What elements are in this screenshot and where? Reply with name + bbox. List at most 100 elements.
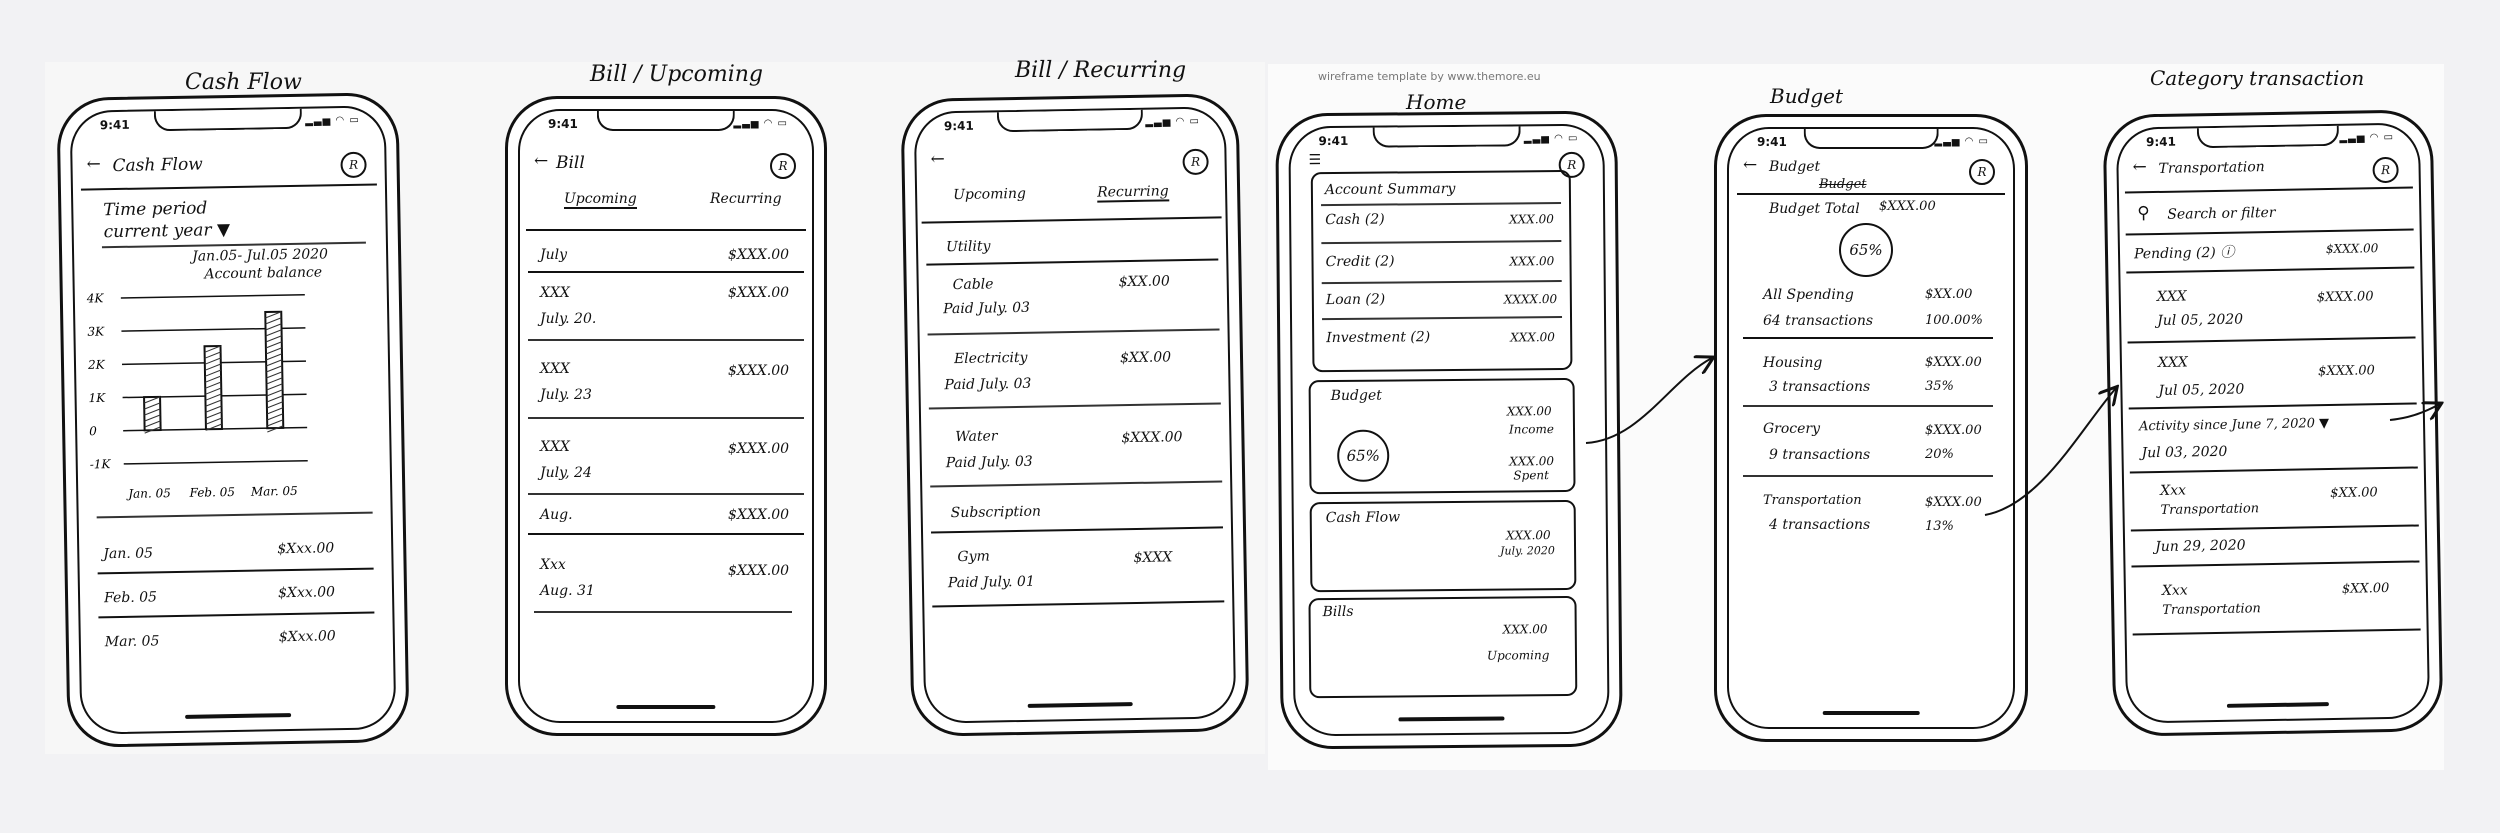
transaction-name[interactable]: Xxx	[2161, 582, 2188, 599]
back-arrow-icon[interactable]: ←	[930, 149, 945, 170]
account-summary-card[interactable]: Account Summary Cash (2) XXX.00 Credit (…	[1310, 169, 1573, 373]
avatar-icon[interactable]: R	[1969, 159, 1995, 185]
avatar-icon[interactable]: R	[340, 151, 367, 179]
bar-hatch	[266, 383, 283, 391]
home-indicator[interactable]	[616, 705, 716, 709]
status-time: 9:41	[99, 117, 130, 133]
bill-name[interactable]: XXX	[540, 285, 570, 301]
period-dropdown[interactable]: current year ▼	[103, 220, 231, 243]
phone-bill-upcoming: 9:41 ▂▃▅ ◠ ▭ ← Bill R Upcoming Recurring…	[505, 96, 827, 736]
bar-hatch	[144, 420, 161, 428]
back-arrow-icon[interactable]: ←	[86, 154, 101, 175]
bar-hatch	[266, 389, 283, 397]
avatar-icon[interactable]: R	[770, 153, 796, 179]
pending-header[interactable]: Pending (2) ⓘ	[2133, 244, 2235, 263]
notch	[996, 107, 1143, 133]
transaction-amount: $XXX.00	[2317, 363, 2375, 380]
divider	[927, 328, 1220, 336]
home-indicator[interactable]	[185, 713, 292, 719]
transaction-name[interactable]: Xxx	[2160, 482, 2187, 499]
bar-hatch	[265, 329, 282, 337]
back-arrow-icon[interactable]: ←	[534, 151, 549, 171]
status-icons: ▂▃▅ ◠ ▭	[2339, 131, 2395, 144]
divider	[2127, 336, 2416, 344]
account-name: Loan (2)	[1325, 291, 1386, 309]
menu-icon[interactable]: ☰	[1308, 152, 1322, 169]
tab-upcoming[interactable]: Upcoming	[564, 191, 637, 209]
bar-hatch	[204, 363, 222, 371]
divider	[1321, 280, 1562, 284]
home-indicator[interactable]	[2226, 702, 2329, 708]
transaction-date: Jul 05, 2020	[2157, 311, 2244, 330]
x-tick-label: Jan. 05	[125, 486, 171, 501]
budget-card[interactable]: Budget 65% XXX.00 Income XXX.00 Spent	[1308, 377, 1576, 495]
bill-name[interactable]: XXX	[540, 439, 570, 455]
bill-date: July. 20.	[540, 311, 597, 327]
divider	[528, 533, 804, 535]
status-icons: ▂▃▅ ◠ ▭	[305, 114, 360, 127]
bar-hatch	[204, 357, 221, 365]
budget-progress-ring: 65%	[1839, 223, 1893, 277]
search-input[interactable]: Search or filter	[2167, 204, 2276, 223]
notch	[1372, 124, 1521, 148]
divider	[534, 611, 792, 613]
bar-hatch	[143, 396, 161, 404]
tab-recurring[interactable]: Recurring	[710, 191, 782, 207]
bill-name[interactable]: Gym	[957, 548, 990, 566]
divider	[931, 526, 1224, 534]
bill-name[interactable]: Electricity	[953, 349, 1028, 368]
back-arrow-icon[interactable]: ←	[2132, 157, 2147, 178]
list-item-value: $Xxx.00	[277, 540, 335, 558]
gridline	[123, 459, 308, 465]
bill-date: July, 24	[540, 465, 592, 481]
avatar-icon[interactable]: R	[1182, 148, 1209, 176]
divider	[1743, 337, 1993, 339]
budget-income-label: Income	[1508, 422, 1554, 437]
activity-filter-dropdown[interactable]: Activity since June 7, 2020 ▼	[2138, 416, 2330, 435]
cash-flow-card[interactable]: Cash Flow XXX.00 July. 2020	[1309, 499, 1577, 593]
category-name[interactable]: Grocery	[1763, 421, 1821, 437]
avatar-icon[interactable]: R	[2372, 156, 2399, 184]
bar-hatch	[205, 393, 222, 401]
bill-amount: $XXX	[1133, 549, 1173, 566]
month-total: $XXX.00	[728, 247, 790, 263]
category-name[interactable]: Transportation	[1763, 493, 1862, 508]
month-header: Aug.	[540, 507, 573, 523]
bar-hatch	[266, 371, 283, 379]
bills-card[interactable]: Bills XXX.00 Upcoming	[1308, 595, 1578, 699]
category-percent: 35%	[1925, 379, 1954, 394]
transaction-amount: $XX.00	[2330, 485, 2378, 502]
bill-name[interactable]: Xxx	[540, 557, 566, 573]
home-indicator[interactable]	[1822, 711, 1920, 715]
tab-upcoming[interactable]: Upcoming	[953, 185, 1027, 204]
list-item-value: $Xxx.00	[277, 584, 336, 602]
home-indicator[interactable]	[1027, 702, 1133, 708]
back-arrow-icon[interactable]: ←	[1743, 155, 1758, 175]
divider	[528, 271, 804, 273]
bill-name[interactable]: Cable	[952, 276, 994, 294]
y-tick-label: 1K	[88, 391, 106, 405]
tab-recurring[interactable]: Recurring	[1096, 183, 1169, 203]
bill-date: Aug. 31	[540, 583, 595, 599]
card-title: Budget	[1330, 387, 1382, 405]
bar-hatch	[265, 341, 282, 349]
list-item-value: $Xxx.00	[278, 628, 336, 646]
divider	[97, 567, 374, 575]
divider	[528, 339, 804, 341]
notch	[153, 106, 302, 132]
bill-name[interactable]: Water	[955, 428, 998, 446]
phone-home: 9:41 ▂▃▅ ◠ ▭ ☰ R Account Summary Cash (2…	[1275, 110, 1623, 750]
phone-cash-flow: 9:41 ▂▃▅ ◠ ▭ ← Cash Flow R Time period c…	[56, 92, 410, 748]
divider	[2132, 628, 2421, 636]
category-name[interactable]: All Spending	[1763, 287, 1854, 303]
screen-cash-flow: 9:41 ▂▃▅ ◠ ▭ ← Cash Flow R Time period c…	[69, 105, 397, 735]
divider	[921, 216, 1222, 224]
home-indicator[interactable]	[1398, 716, 1505, 722]
screen-bill-recurring: 9:41 ▂▃▅ ◠ ▭ ← R Upcoming Recurring Util…	[913, 106, 1237, 724]
transaction-name[interactable]: XXX	[2156, 288, 2187, 306]
divider	[2124, 186, 2413, 194]
transaction-name[interactable]: XXX	[2157, 354, 2188, 371]
category-name[interactable]: Housing	[1763, 355, 1823, 371]
bill-name[interactable]: XXX	[540, 361, 570, 377]
